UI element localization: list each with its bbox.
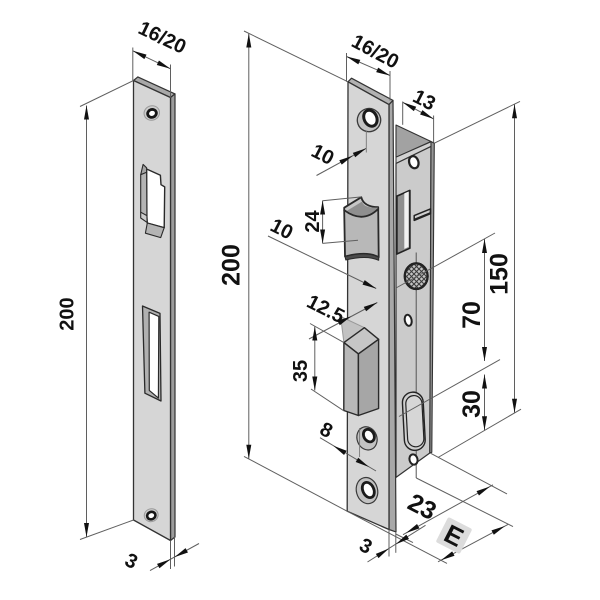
svg-text:200: 200 (218, 244, 246, 286)
svg-text:150: 150 (486, 253, 514, 295)
svg-text:35: 35 (290, 360, 312, 382)
svg-text:200: 200 (57, 297, 79, 330)
svg-text:70: 70 (458, 301, 486, 329)
svg-text:24: 24 (302, 210, 324, 233)
svg-text:30: 30 (458, 390, 486, 418)
